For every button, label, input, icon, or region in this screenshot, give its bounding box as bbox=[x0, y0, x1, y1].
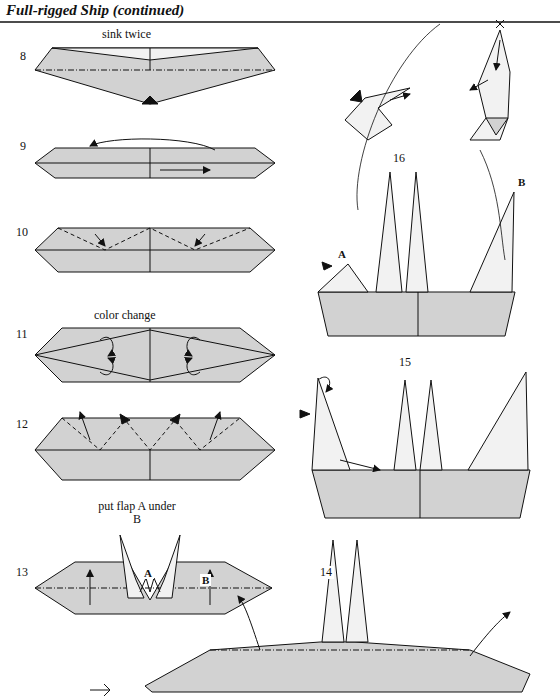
step-note: put flap A under B bbox=[95, 500, 179, 526]
page-title: Full-rigged Ship (continued) bbox=[4, 2, 186, 19]
step-number: 12 bbox=[14, 418, 30, 431]
flap-letter: B bbox=[516, 176, 527, 188]
flap-letter: B bbox=[200, 574, 211, 586]
step-number: 11 bbox=[14, 328, 30, 341]
step-number: 16 bbox=[391, 152, 407, 165]
step-note: sink twice bbox=[100, 28, 153, 41]
step-number: 15 bbox=[397, 356, 413, 369]
step-number: 13 bbox=[14, 566, 30, 579]
step-number: 10 bbox=[14, 226, 30, 239]
flap-letter: A bbox=[142, 567, 154, 579]
step-note: color change bbox=[92, 309, 158, 322]
flap-letter: A bbox=[336, 248, 348, 260]
step-number: 9 bbox=[18, 140, 28, 153]
step-number: 8 bbox=[18, 50, 28, 63]
step-number: 14 bbox=[318, 566, 334, 579]
